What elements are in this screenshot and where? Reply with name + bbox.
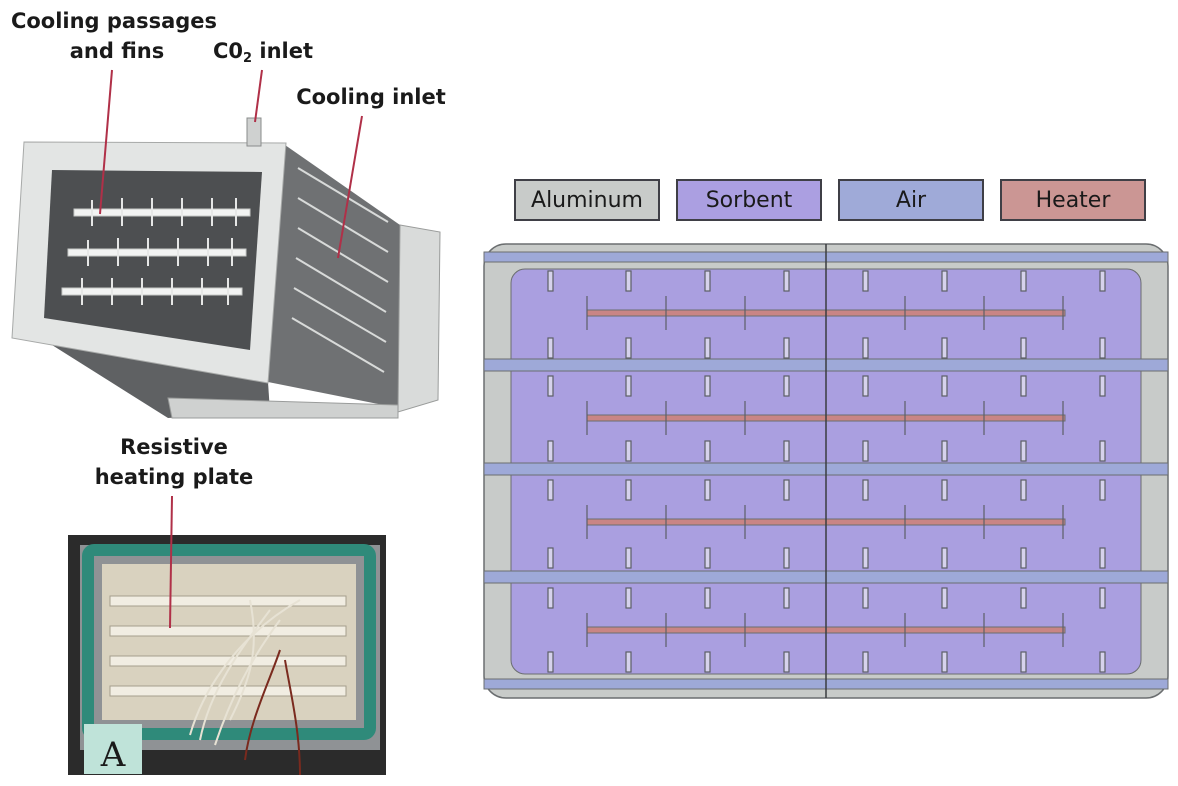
label-cooling-inlet: Cooling inlet: [296, 85, 446, 109]
legend-air: Air: [838, 179, 984, 221]
label-cooling-passages: Cooling passages and fins: [0, 6, 228, 66]
leader-co2-inlet: [254, 69, 263, 123]
side-slots: [291, 167, 389, 373]
photo-interior: [102, 564, 356, 720]
legend-heater-label: Heater: [1035, 187, 1111, 213]
photo-red-wires: [244, 649, 301, 776]
photo-green-gasket: [82, 544, 376, 740]
label-cooling-passages-line2: and fins: [69, 39, 165, 63]
legend-air-label: Air: [895, 187, 927, 213]
legend-sorbent-label: Sorbent: [705, 187, 793, 213]
legend-aluminum: Aluminum: [514, 179, 660, 221]
legend-heater: Heater: [1000, 179, 1146, 221]
cad-housing: [11, 117, 441, 419]
leader-cooling-passages: [99, 69, 113, 215]
legend-aluminum-label: Aluminum: [531, 187, 643, 213]
leader-resistive: [169, 495, 173, 629]
cross-section: [483, 243, 1169, 699]
label-resistive-line1: Resistive: [120, 435, 228, 459]
label-cooling-passages-line1: Cooling passages: [10, 9, 218, 33]
housing-bottom-face: [50, 338, 270, 418]
housing-opening: [44, 170, 262, 350]
cooling-fins: [61, 208, 251, 296]
cooling-inlet-flange: [397, 224, 441, 413]
photo-tag: [84, 724, 142, 774]
label-co2-subscript: 2: [243, 51, 253, 66]
fin-stubs: [586, 296, 1064, 647]
photo-heating-plate: A: [68, 535, 386, 776]
label-resistive-line2: heating plate: [94, 465, 254, 489]
photo-tag-text: A: [100, 735, 126, 775]
leader-cooling-inlet: [337, 115, 363, 259]
housing-side-face: [268, 145, 400, 408]
bottom-flange: [167, 397, 399, 419]
co2-inlet-pipe: [246, 117, 262, 147]
label-resistive-heating-plate: Resistive heating plate: [84, 432, 264, 492]
label-co2-inlet: C02 inlet: [208, 36, 318, 74]
label-co2-tail: inlet: [252, 39, 314, 63]
fin-slots: [547, 270, 1106, 673]
photo-wires: [189, 599, 301, 746]
leader-lines: [99, 69, 363, 629]
label-co2-main: C0: [212, 39, 244, 63]
legend-sorbent: Sorbent: [676, 179, 822, 221]
fin-ticks: [81, 198, 237, 305]
